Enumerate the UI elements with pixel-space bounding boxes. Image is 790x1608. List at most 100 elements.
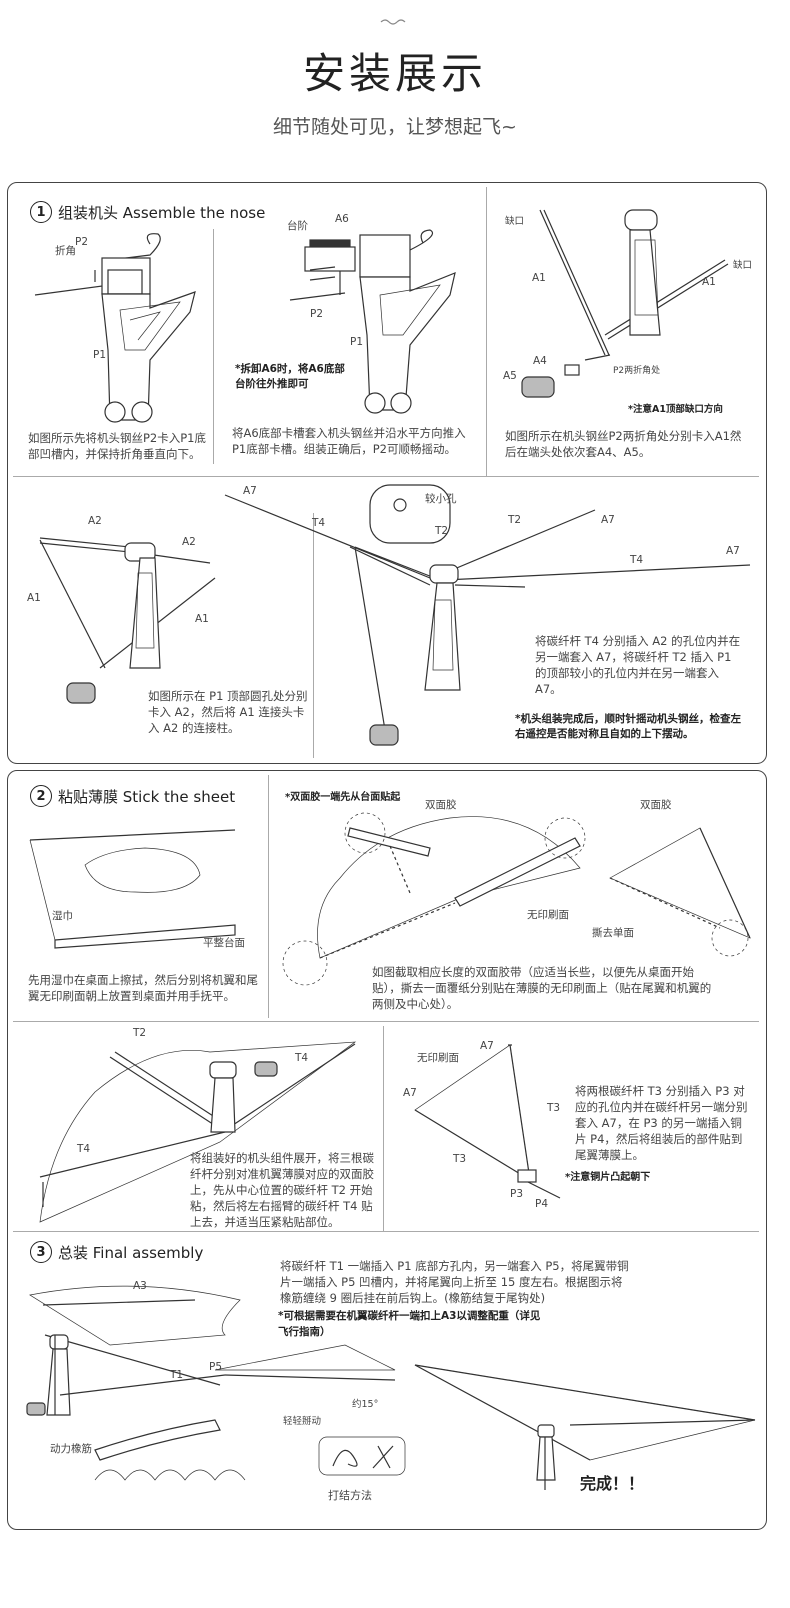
tape-apply-illustration	[282, 812, 751, 986]
label-t4-1: T4	[295, 1052, 309, 1064]
label-tape-2: 双面胶	[640, 799, 672, 811]
section1-number: 1	[30, 201, 52, 223]
label-rubber: 动力橡筋	[50, 1443, 92, 1455]
section-stick-sheet: 2 粘贴薄膜 Stick the sheet 3 总装 Final assemb…	[7, 770, 767, 1530]
sec2-step2-note: *双面胶一端先从台面贴起	[285, 792, 401, 803]
final-assembly-illustration	[26, 1285, 396, 1481]
sec2-step3-instruction: 将组装好的机头组件展开，将三根碳纤杆分别对准机翼薄膜对应的双面胶上，先从中心位置…	[190, 1151, 374, 1229]
nose-a2-illustration	[39, 537, 216, 704]
step1-instruction: 如图所示先将机头钢丝P2卡入P1底部凹槽内，并保持折角垂直向下。	[28, 431, 207, 461]
label-notch-left: 缺口	[505, 216, 525, 227]
label-unprinted: 无印刷面	[417, 1052, 459, 1064]
section3-header: 3 总装 Final assembly	[30, 1241, 203, 1263]
divider	[13, 1021, 759, 1022]
sec2-step1-instruction: 先用湿巾在桌面上擦拭，然后分别将机翼和尾翼无印刷面朝上放置到桌面并用手抚平。	[28, 973, 258, 1003]
label-angle: 折角	[55, 245, 76, 257]
label-a7-1: A7	[243, 485, 257, 497]
section2-title: 粘贴薄膜 Stick the sheet	[58, 787, 236, 806]
label-a1-right: A1	[702, 276, 716, 288]
label-step: 台阶	[287, 220, 308, 232]
label-t3-2: T3	[453, 1153, 467, 1165]
section1-header: 1 组装机头 Assemble the nose	[30, 201, 265, 223]
label-a1-right: A1	[195, 613, 209, 625]
label-a7-1: A7	[480, 1040, 494, 1052]
wave-ornament-icon	[380, 19, 406, 25]
label-p4: P4	[535, 1198, 549, 1210]
section3-title: 总装 Final assembly	[58, 1243, 204, 1262]
step5-instruction: 将碳纤杆 T4 分别插入 A2 的孔位内并在另一端套入 A7，将碳纤杆 T2 插…	[535, 634, 741, 696]
step4-instruction: 如图所示在 P1 顶部圆孔处分别卡入 A2，然后将 A1 连接头卡入 A2 的连…	[148, 689, 308, 735]
label-a7-3: A7	[726, 545, 740, 557]
label-table: 平整台面	[203, 937, 245, 949]
label-a6: A6	[335, 213, 349, 225]
label-a5: A5	[503, 370, 517, 382]
label-a3: A3	[133, 1280, 147, 1292]
label-a2-right: A2	[182, 536, 196, 548]
label-t3-1: T3	[547, 1102, 561, 1114]
label-a1-left: A1	[27, 592, 41, 604]
nose-p1-illustration	[34, 233, 196, 423]
label-knot: 打结方法	[328, 1489, 372, 1502]
label-p2-angle: P2两折角处	[613, 366, 661, 376]
label-t4-1: T4	[312, 517, 326, 529]
divider	[213, 229, 214, 464]
divider	[486, 187, 487, 477]
finished-plane-illustration	[414, 1364, 756, 1490]
label-gentle: 轻轻掰动	[283, 1416, 322, 1427]
step3-note: *注意A1顶部缺口方向	[628, 404, 723, 415]
label-a7-2: A7	[601, 514, 615, 526]
page-title: 安装展示	[302, 49, 487, 98]
section2-number: 2	[30, 785, 52, 807]
table-wipe-illustration	[29, 829, 236, 949]
label-p1: P1	[350, 336, 364, 348]
label-a1-left: A1	[532, 272, 546, 284]
label-t2-2: T2	[508, 514, 522, 526]
label-p1: P1	[93, 349, 107, 361]
divider	[313, 513, 314, 758]
label-a7-2: A7	[403, 1087, 417, 1099]
label-p2: P2	[75, 236, 89, 248]
label-tape-1: 双面胶	[425, 799, 457, 811]
label-a2-top: A2	[88, 515, 102, 527]
sec2-step4-note: *注意铜片凸起朝下	[565, 1172, 651, 1183]
label-peel: 撕去单面	[592, 927, 634, 939]
label-towel: 湿巾	[52, 910, 73, 922]
label-p5: P5	[209, 1361, 223, 1373]
done-label: 完成！！	[580, 1474, 645, 1493]
label-angle-15: 约15°	[352, 1399, 379, 1410]
label-small-hole: 较小孔	[425, 493, 457, 505]
divider	[268, 775, 269, 1018]
page-subtitle: 细节随处可见，让梦想起飞~	[273, 116, 517, 138]
label-t4-2: T4	[630, 554, 644, 566]
label-p3: P3	[510, 1188, 524, 1200]
sec3-instruction: 将碳纤杆 T1 一端插入 P1 底部方孔内，另一端套入 P5，将尾翼带铜片一端插…	[280, 1259, 629, 1305]
knot-method-icon	[318, 1436, 406, 1476]
sec2-step4-instruction: 将两根碳纤杆 T3 分别插入 P3 对应的孔位内并在碳纤杆另一端分别套入 A7，…	[575, 1084, 748, 1162]
nose-a1-illustration	[521, 209, 729, 398]
label-t2: T2	[133, 1027, 147, 1039]
section2-header: 2 粘贴薄膜 Stick the sheet	[30, 785, 235, 807]
step2-instruction: 将A6底部卡槽套入机头钢丝并沿水平方向推入P1底部卡槽。组装正确后，P2可顺畅摇…	[232, 426, 466, 456]
divider	[383, 1026, 384, 1231]
label-notch-right: 缺口	[733, 260, 753, 271]
sec3-note: *可根据需要在机翼碳纤杆一端扣上A3以调整配重（详见飞行指南）	[278, 1310, 541, 1338]
label-t1: T1	[170, 1369, 184, 1381]
label-p2: P2	[310, 308, 324, 320]
step3-instruction: 如图所示在机头钢丝P2两折角处分别卡入A1然后在端头处依次套A4、A5。	[505, 429, 742, 459]
wing-rods-illustration	[39, 1041, 357, 1223]
tail-assembly-illustration	[414, 1044, 561, 1199]
label-t2-1: T2	[435, 525, 449, 537]
section1-title: 组装机头 Assemble the nose	[58, 203, 266, 222]
nose-a6-illustration	[289, 229, 456, 414]
nose-carbon-rods-illustration	[224, 484, 751, 746]
label-unprinted: 无印刷面	[527, 909, 569, 921]
step5-note: *机头组装完成后，顺时针摇动机头钢丝，检查左右遥控是否能对称且自如的上下摆动。	[515, 713, 741, 740]
divider	[13, 476, 759, 477]
step2-note: *拆卸A6时，将A6底部台阶往外推即可	[235, 363, 345, 390]
divider	[13, 1231, 759, 1232]
section-assemble-nose: 1 组装机头 Assemble the nose	[7, 182, 767, 764]
section3-number: 3	[30, 1241, 52, 1263]
label-a4: A4	[533, 355, 547, 367]
label-t4-2: T4	[77, 1143, 91, 1155]
sec2-step2-instruction: 如图截取相应长度的双面胶带（应适当长些，以便先从桌面开始贴），撕去一面覆纸分别贴…	[372, 965, 712, 1011]
